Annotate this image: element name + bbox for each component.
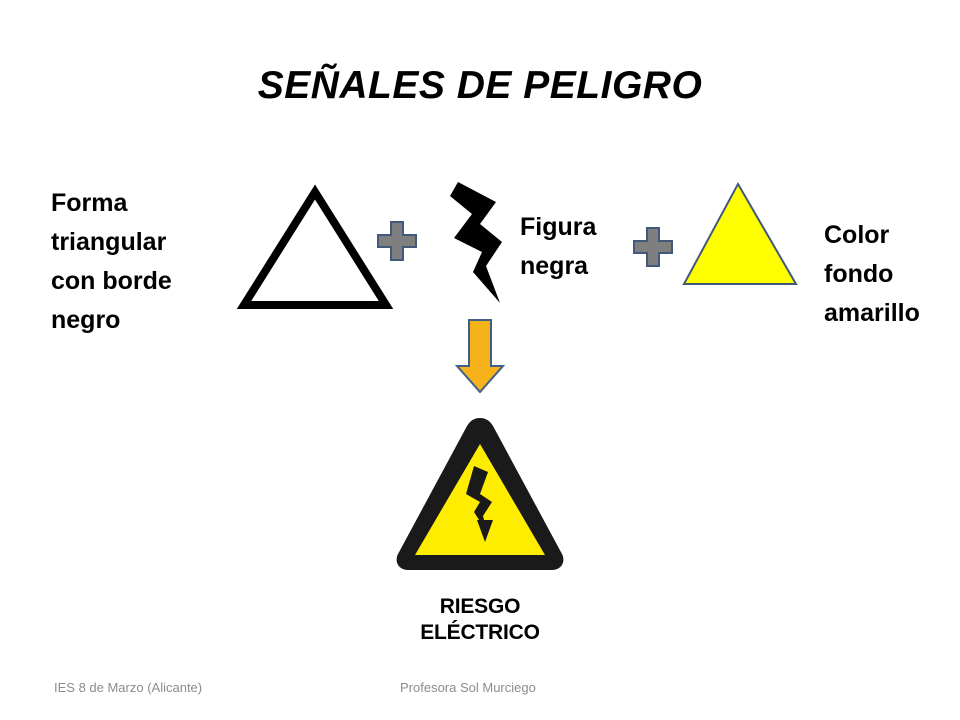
lightning-bolt-icon — [450, 182, 502, 303]
yellow-triangle-icon — [682, 181, 798, 285]
plus-icon — [633, 227, 673, 267]
shape-description-line: Forma — [51, 189, 128, 217]
shape-description-line: negro — [51, 306, 121, 334]
footer-school: IES 8 de Marzo (Alicante) — [54, 680, 203, 695]
plus-icon — [377, 221, 417, 261]
shape-description: Forma triangular con borde negro — [51, 184, 172, 340]
figure-description-line: Figura — [520, 213, 597, 241]
electrical-hazard-sign — [396, 418, 564, 570]
figure-description: Figura negra — [520, 208, 596, 286]
background-description: Color fondo amarillo — [824, 216, 920, 333]
figure-description-line: negra — [520, 252, 589, 280]
footer-author: Profesora Sol Murciego — [400, 680, 536, 695]
sign-caption-line: RIESGO — [439, 595, 521, 618]
lightning-bolt-icon — [466, 466, 493, 542]
triangle-outline-icon — [236, 184, 394, 309]
sign-caption-line: ELÉCTRICO — [420, 621, 540, 644]
background-description-line: Color — [824, 221, 890, 249]
down-arrow-icon — [455, 319, 505, 394]
slide-title: SEÑALES DE PELIGRO — [257, 64, 703, 107]
background-description-line: fondo — [824, 260, 894, 288]
shape-description-line: triangular — [51, 228, 167, 256]
background-description-line: amarillo — [824, 299, 920, 327]
shape-description-line: con borde — [51, 267, 172, 295]
